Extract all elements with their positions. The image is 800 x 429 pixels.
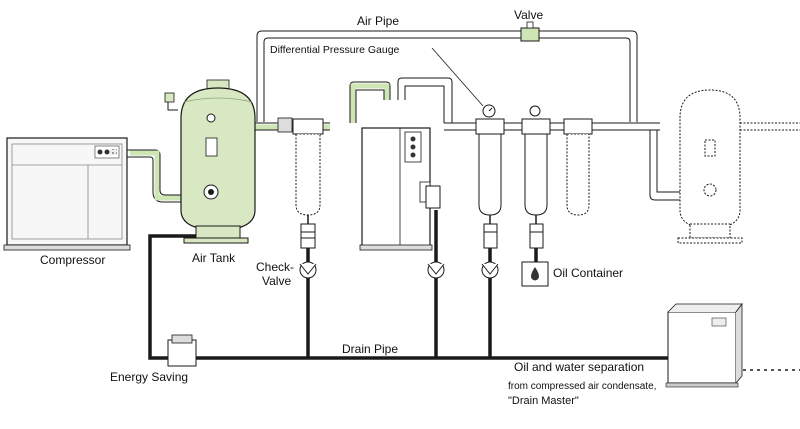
label-drain-master-1: Oil and water separation bbox=[514, 360, 644, 374]
label-compressor: Compressor bbox=[40, 253, 105, 267]
check-valve-icon bbox=[299, 261, 499, 279]
gauge-leader-line bbox=[431, 47, 484, 107]
receiver-tank bbox=[677, 89, 800, 244]
drain-pipe bbox=[148, 210, 668, 360]
oil-drop-icon bbox=[531, 267, 539, 281]
line-filter-1 bbox=[277, 117, 324, 249]
label-energy-saving: Energy Saving bbox=[110, 370, 188, 384]
green-pipe-fill bbox=[130, 83, 390, 201]
label-check-valve-1: Check- bbox=[256, 260, 294, 274]
air-tank bbox=[164, 79, 256, 244]
label-drain-pipe: Drain Pipe bbox=[342, 342, 398, 356]
labels: Air Pipe Valve Differential Pressure Gau… bbox=[40, 8, 656, 407]
label-valve: Valve bbox=[514, 8, 543, 22]
dryer-drain-trap bbox=[425, 185, 441, 209]
label-air-tank: Air Tank bbox=[192, 251, 236, 265]
valve-icon bbox=[520, 21, 540, 42]
label-drain-master-2: from compressed air condensate, bbox=[508, 381, 656, 392]
drain-master bbox=[665, 302, 743, 388]
label-check-valve-2: Valve bbox=[262, 274, 291, 288]
oil-container bbox=[521, 261, 549, 287]
main-filters bbox=[475, 104, 593, 249]
air-dryer bbox=[359, 127, 433, 251]
air-pipe-network bbox=[127, 30, 680, 203]
label-oil-container: Oil Container bbox=[553, 266, 623, 280]
compressor bbox=[3, 137, 131, 251]
label-diff-gauge: Differential Pressure Gauge bbox=[270, 44, 400, 56]
label-air-pipe: Air Pipe bbox=[357, 14, 399, 28]
label-drain-master-3: "Drain Master" bbox=[508, 395, 579, 407]
energy-saving-valve bbox=[167, 334, 197, 367]
